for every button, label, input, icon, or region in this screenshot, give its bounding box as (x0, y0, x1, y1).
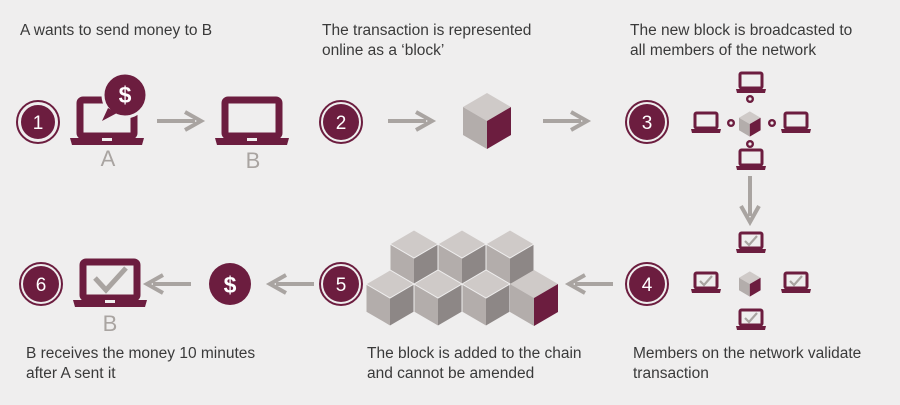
checkmark-icon (699, 275, 713, 287)
dollar-bubble-icon: $ (101, 71, 149, 121)
step-1-badge: 1 (16, 100, 60, 144)
caption-line: Members on the network validate (633, 345, 862, 362)
step-5-caption: The block is added to the chain and cann… (367, 344, 582, 384)
step-3-caption: The new block is broadcasted to all memb… (630, 21, 852, 61)
dollar-sign: $ (224, 272, 237, 298)
arrow-right-icon (541, 110, 589, 132)
checkmark-icon (744, 235, 758, 247)
dollar-sign: $ (119, 82, 132, 108)
step-4-badge: 4 (625, 262, 669, 306)
step-number: 5 (336, 275, 347, 296)
cube-icon (739, 111, 761, 137)
caption-line: and cannot be amended (367, 365, 535, 382)
caption-line: The block is added to the chain (367, 345, 582, 362)
caption-line: A wants to send money to B (20, 22, 213, 39)
step-2-caption: The transaction is represented online as… (322, 21, 531, 61)
step-number: 6 (36, 275, 47, 296)
caption-line: The new block is broadcasted to (630, 22, 853, 39)
dollar-coin-icon: $ (209, 263, 251, 305)
network-validation (689, 231, 813, 332)
step-number: 2 (336, 113, 347, 134)
step-5-badge: 5 (319, 262, 363, 306)
cube-icon (739, 271, 761, 297)
network-broadcast (689, 71, 813, 172)
step-1-caption: A wants to send money to B (20, 21, 212, 41)
checkmark-icon (789, 275, 803, 287)
block-chain (365, 229, 558, 327)
arrow-down-icon (739, 176, 761, 227)
caption-line: online as a ‘block’ (322, 42, 445, 59)
step-4-caption: Members on the network validate transact… (633, 344, 861, 384)
laptop-icon (215, 100, 289, 145)
receiver-label: B (103, 311, 118, 336)
step-3-badge: 3 (625, 100, 669, 144)
caption-line: The transaction is represented (322, 22, 532, 39)
arrow-left-icon (268, 273, 316, 295)
laptop-icon (779, 111, 813, 135)
laptop-icon (734, 71, 768, 95)
step-number: 4 (642, 275, 653, 296)
caption-line: after A sent it (26, 365, 116, 382)
step-number: 3 (642, 113, 653, 134)
checkmark-icon (93, 266, 128, 294)
arrow-right-icon (386, 110, 434, 132)
caption-line: B receives the money 10 minutes (26, 345, 256, 362)
receiver-label: B (246, 148, 261, 173)
arrow-left-icon (567, 273, 615, 295)
caption-line: transaction (633, 365, 709, 382)
checkmark-icon (744, 312, 758, 324)
arrow-right-icon (155, 110, 203, 132)
step-number: 1 (33, 113, 44, 134)
step-2-badge: 2 (319, 100, 363, 144)
laptop-icon (689, 111, 723, 135)
sender-label: A (101, 146, 116, 171)
step-6-caption: B receives the money 10 minutes after A … (26, 344, 255, 384)
cube-icon (463, 93, 511, 149)
caption-line: all members of the network (630, 42, 817, 59)
arrow-left-icon (145, 273, 193, 295)
step-6-badge: 6 (19, 262, 63, 306)
laptop-icon (734, 148, 768, 172)
